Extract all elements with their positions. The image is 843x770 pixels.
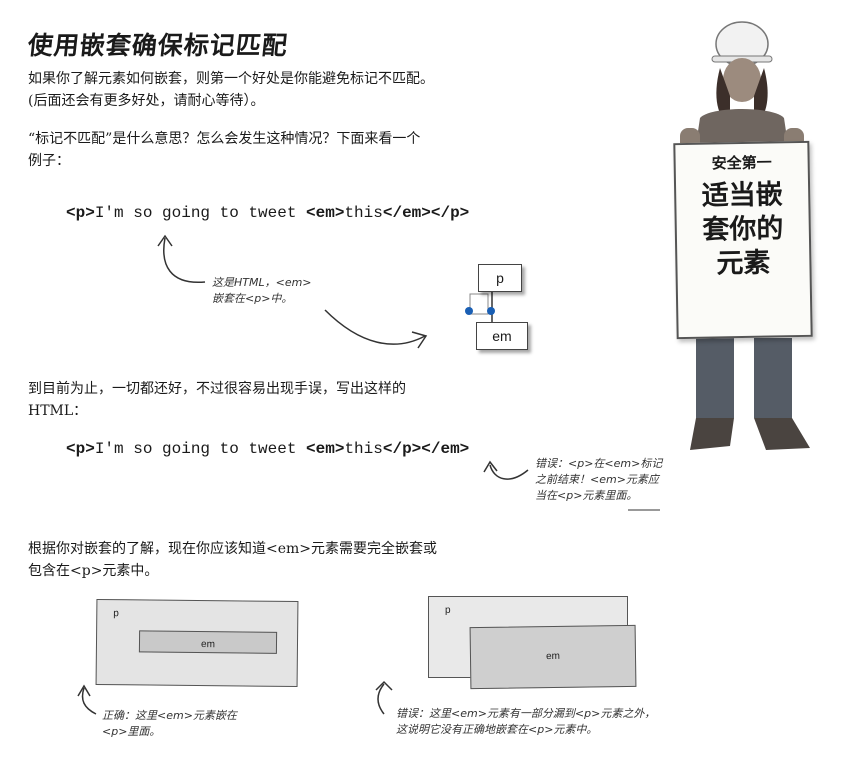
arrow-to-code2-icon — [489, 464, 529, 480]
arrow-to-tree-icon — [324, 309, 426, 345]
code-example-mismatch: <p>I'm so going to tweet <em>this</p></e… — [66, 440, 469, 458]
boot-icon — [754, 418, 810, 450]
caption-wrong-line-2: 这说明它没有正确地嵌套在<p>元素中。 — [396, 723, 598, 736]
sign-line-2: 套你的 — [702, 213, 784, 246]
code-p-open: <p> — [66, 204, 95, 222]
question-line-1: “标记不匹配”是什么意思？怎么会发生这种情况？下面来看一个 — [28, 131, 421, 147]
code2-em-open: <em> — [306, 440, 345, 458]
question-paragraph: “标记不匹配”是什么意思？怎么会发生这种情况？下面来看一个 例子： — [28, 128, 420, 172]
diagram-correct-outer: p em — [95, 598, 299, 688]
sign-header: 安全第一 — [711, 153, 772, 173]
code-em-close: </em> — [382, 204, 431, 222]
diagram-wrong-inner: em — [469, 624, 637, 690]
selection-handle-icon — [487, 307, 495, 315]
conclusion-line-2: 包含在<p>元素中。 — [28, 563, 159, 579]
diagram-correct-em-label: em — [200, 639, 215, 651]
note-mismatch-line-2: 之前结束！<em>元素应 — [535, 473, 659, 486]
sign-line-1: 适当嵌 — [701, 179, 783, 212]
caption-wrong: 错误：这里<em>元素有一部分漏到<p>元素之外， 这说明它没有正确地嵌套在<p… — [396, 706, 655, 738]
caption-wrong-line-1: 错误：这里<em>元素有一部分漏到<p>元素之外， — [396, 707, 656, 720]
code2-em-close: </em> — [421, 440, 470, 458]
intro-paragraph: 如果你了解元素如何嵌套，则第一个好处是你能避免标记不匹配。 (后面还会有更多好处… — [28, 68, 434, 112]
code2-p-close: </p> — [382, 440, 422, 458]
note-mismatch-line-1: 错误：<p>在<em>标记 — [535, 457, 663, 470]
boot-icon — [690, 418, 734, 450]
intro-line-1: 如果你了解元素如何嵌套，则第一个好处是你能避免标记不匹配。 — [28, 71, 434, 87]
code-em-open: <em> — [306, 204, 345, 222]
diagram-correct-inner: em — [138, 630, 278, 654]
middle-line-2: HTML： — [28, 403, 88, 419]
question-line-2: 例子： — [28, 153, 70, 169]
diagram-correct-p-label: p — [113, 608, 119, 620]
middle-line-1: 到目前为止，一切都还好，不过很容易出现手误，写出这样的 — [28, 381, 406, 397]
caption-correct-line-1: 正确：这里<em>元素嵌在 — [102, 709, 237, 722]
caption-correct: 正确：这里<em>元素嵌在 <p>里面。 — [102, 708, 237, 740]
code2-word: this — [344, 440, 383, 458]
arrow-to-code-icon — [163, 237, 206, 283]
worker-legs-icon — [696, 338, 734, 418]
safety-sign: 安全第一 适当嵌 套你的 元素 — [673, 140, 813, 340]
worker-face-icon — [723, 58, 761, 102]
conclusion-paragraph: 根据你对嵌套的了解，现在你应该知道<em>元素需要完全嵌套或 包含在<p>元素中… — [28, 538, 437, 582]
selection-handle-icon — [465, 307, 473, 315]
note-nested-line-1: 这是HTML，<em> — [212, 276, 312, 289]
code-p-close: </p> — [430, 204, 470, 222]
sign-message: 适当嵌 套你的 元素 — [676, 178, 810, 282]
tree-node-em: em — [476, 322, 528, 350]
intro-line-2: (后面还会有更多好处，请耐心等待）。 — [28, 93, 265, 109]
code-word: this — [344, 204, 383, 222]
caption-correct-line-2: <p>里面。 — [102, 725, 161, 738]
diagram-wrong-em-label: em — [545, 650, 561, 663]
middle-paragraph: 到目前为止，一切都还好，不过很容易出现手误，写出这样的 HTML： — [28, 378, 406, 422]
code2-text: I'm so going to tweet — [94, 440, 307, 458]
sign-line-3: 元素 — [716, 247, 771, 280]
note-mismatch-line-3: 当在<p>元素里面。 — [535, 489, 638, 502]
arrow-bad-icon — [377, 683, 385, 715]
diagram-wrong-p-label: p — [445, 605, 451, 616]
tree-node-p: p — [478, 264, 522, 292]
note-nested: 这是HTML，<em> 嵌套在<p>中。 — [212, 275, 312, 307]
arrow-good-icon — [81, 687, 97, 715]
code2-p-open: <p> — [66, 440, 95, 458]
code-text: I'm so going to tweet — [94, 204, 307, 222]
note-nested-line-2: 嵌套在<p>中。 — [212, 292, 293, 305]
conclusion-line-1: 根据你对嵌套的了解，现在你应该知道<em>元素需要完全嵌套或 — [28, 541, 438, 557]
note-mismatch: 错误：<p>在<em>标记 之前结束！<em>元素应 当在<p>元素里面。 — [535, 456, 662, 504]
code-example-correct: <p>I'm so going to tweet <em>this</em></… — [66, 204, 469, 222]
